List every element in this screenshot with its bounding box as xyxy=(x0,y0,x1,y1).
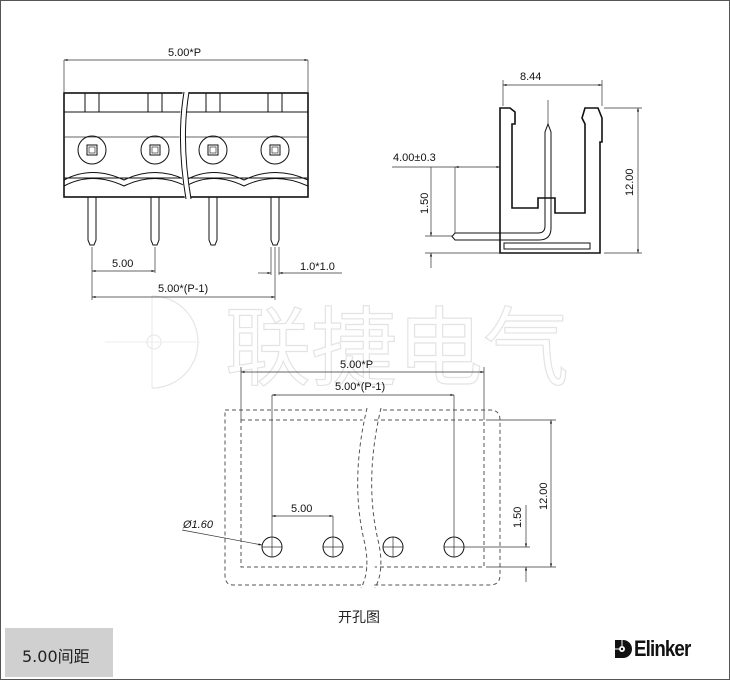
dim-pin-size: 1.0*1.0 xyxy=(300,261,335,273)
mounting-holes xyxy=(261,536,465,558)
front-pins xyxy=(87,197,280,246)
dim-pin-span: 5.00*(P-1) xyxy=(158,283,208,295)
side-view: 8.44 12.00 4.00±0.3 1.50 xyxy=(392,71,642,268)
brand-name: Elinker xyxy=(634,636,691,661)
watermark: 联捷电气 xyxy=(105,295,570,400)
dim-pin-height: 1.50 xyxy=(419,193,431,214)
dim-height: 12.00 xyxy=(624,168,636,196)
watermark-text: 联捷电气 xyxy=(225,299,569,399)
hole-dim-row-offset: 1.50 xyxy=(512,507,524,528)
dim-overall-width: 5.00*P xyxy=(168,47,201,59)
hole-pattern-caption: 开孔图 xyxy=(338,610,380,626)
hole-dim-diameter: Ø1.60 xyxy=(182,519,214,531)
brand-logo-icon xyxy=(615,640,632,658)
pitch-label: 5.00间距 xyxy=(22,647,90,666)
dim-depth: 8.44 xyxy=(520,71,541,83)
front-terminals xyxy=(77,92,290,165)
front-view: 5.00*P 5.00 5.00*(P-1) 1.0*1.0 xyxy=(63,47,342,300)
hole-dim-span: 5.00*(P-1) xyxy=(335,381,385,393)
dim-pin-offset: 4.00±0.3 xyxy=(393,152,436,164)
hole-dim-pitch: 5.00 xyxy=(291,503,312,515)
hole-dim-height: 12.00 xyxy=(538,482,550,510)
dim-pitch: 5.00 xyxy=(112,258,133,270)
hole-dim-overall-width: 5.00*P xyxy=(340,359,373,371)
brand-logo: Elinker xyxy=(612,636,700,661)
watermark-logo-icon xyxy=(105,295,200,389)
hole-pattern-view: 5.00*P 5.00*(P-1) 5.00 Ø1.60 12.00 1.50 xyxy=(181,359,556,592)
pitch-badge: 5.00间距 xyxy=(5,628,113,677)
